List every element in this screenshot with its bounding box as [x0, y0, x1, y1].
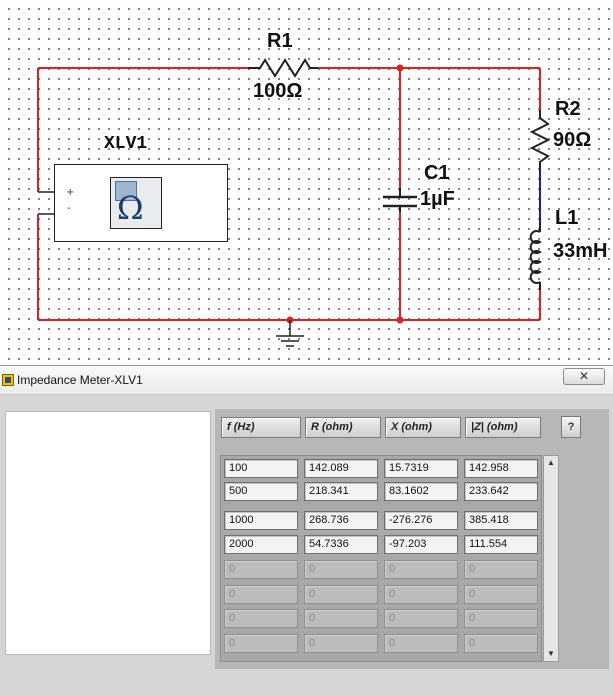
impedance-cell[interactable]: 385.418	[464, 511, 538, 530]
reactance-cell[interactable]: 0	[384, 560, 458, 579]
r1-value: 100Ω	[253, 80, 303, 102]
frequency-cell[interactable]: 0	[224, 560, 298, 579]
meter-screen-icon	[115, 181, 137, 201]
impedance-meter-device[interactable]: + - Ω	[54, 164, 228, 242]
vertical-scrollbar[interactable]: ▲ ▼	[543, 455, 559, 662]
impedance-cell[interactable]: 142.958	[464, 459, 538, 478]
junction-dot-top	[396, 64, 404, 72]
l1-value: 33mH	[553, 240, 608, 262]
c1-value: 1µF	[420, 188, 455, 210]
frequency-cell[interactable]: 1000	[224, 511, 298, 530]
frequency-cell[interactable]: 100	[224, 459, 298, 478]
meter-minus-terminal: -	[67, 203, 71, 214]
frequency-cell[interactable]: 0	[224, 585, 298, 604]
r2-resistor	[529, 110, 551, 170]
scroll-down-arrow-icon[interactable]: ▼	[547, 649, 555, 658]
column-header-resistance: R (ohm)	[305, 417, 381, 438]
close-button[interactable]: ✕	[563, 368, 605, 385]
l1-label: L1	[555, 207, 579, 229]
resistance-cell[interactable]: 268.736	[304, 511, 378, 530]
resistance-cell[interactable]: 218.341	[304, 482, 378, 501]
title-bar[interactable]: Impedance Meter-XLV1 ✕	[0, 366, 613, 395]
impedance-cell[interactable]: 111.554	[464, 535, 538, 554]
junction-dot-bottom	[396, 316, 404, 324]
resistance-cell[interactable]: 0	[304, 634, 378, 653]
resistance-cell[interactable]: 0	[304, 609, 378, 628]
ground-symbol	[276, 320, 304, 347]
c1-label: C1	[424, 162, 450, 184]
schematic-canvas[interactable]: R1 100Ω R2 90Ω C1 1µF L1 33mH XLV1 + - Ω	[0, 0, 613, 365]
resistance-cell[interactable]: 54.7336	[304, 535, 378, 554]
resistance-cell[interactable]: 0	[304, 560, 378, 579]
reactance-cell[interactable]: -276.276	[384, 511, 458, 530]
reactance-cell[interactable]: 83.1602	[384, 482, 458, 501]
r1-label: R1	[267, 30, 293, 52]
window-title: Impedance Meter-XLV1	[17, 373, 143, 387]
r2-value: 90Ω	[553, 129, 592, 151]
r2-label: R2	[555, 98, 581, 120]
column-header-impedance: |Z| (ohm)	[465, 417, 541, 438]
scroll-up-arrow-icon[interactable]: ▲	[547, 458, 555, 467]
r1-resistor	[248, 58, 318, 78]
impedance-meter-icon[interactable]: Ω	[110, 177, 162, 229]
frequency-cell[interactable]: 500	[224, 482, 298, 501]
reactance-cell[interactable]: -97.203	[384, 535, 458, 554]
measurement-panel: f (Hz) R (ohm) X (ohm) |Z| (ohm) ? 100 14…	[215, 409, 609, 669]
meter-plus-terminal: +	[66, 187, 75, 198]
reactance-cell[interactable]: 15.7319	[384, 459, 458, 478]
frequency-cell[interactable]: 0	[224, 609, 298, 628]
resistance-cell[interactable]: 0	[304, 585, 378, 604]
resistance-cell[interactable]: 142.089	[304, 459, 378, 478]
help-button[interactable]: ?	[561, 416, 581, 438]
impedance-cell[interactable]: 233.642	[464, 482, 538, 501]
impedance-cell[interactable]: 0	[464, 585, 538, 604]
impedance-cell[interactable]: 0	[464, 609, 538, 628]
frequency-cell[interactable]: 0	[224, 634, 298, 653]
window-client: f (Hz) R (ohm) X (ohm) |Z| (ohm) ? 100 14…	[0, 395, 613, 696]
column-header-reactance: X (ohm)	[385, 417, 461, 438]
app-icon	[2, 374, 14, 386]
reactance-cell[interactable]: 0	[384, 634, 458, 653]
meter-label: XLV1	[104, 134, 148, 154]
l1-inductor	[529, 230, 542, 284]
impedance-cell[interactable]: 0	[464, 634, 538, 653]
impedance-cell[interactable]: 0	[464, 560, 538, 579]
circuit-wires	[37, 58, 551, 347]
reactance-cell[interactable]: 0	[384, 585, 458, 604]
column-header-frequency: f (Hz)	[221, 417, 301, 438]
frequency-cell[interactable]: 2000	[224, 535, 298, 554]
display-area	[5, 411, 211, 655]
reactance-cell[interactable]: 0	[384, 609, 458, 628]
c1-capacitor	[383, 188, 417, 212]
impedance-meter-window: Impedance Meter-XLV1 ✕ f (Hz) R (ohm) X …	[0, 365, 613, 696]
omega-icon: Ω	[117, 189, 144, 227]
